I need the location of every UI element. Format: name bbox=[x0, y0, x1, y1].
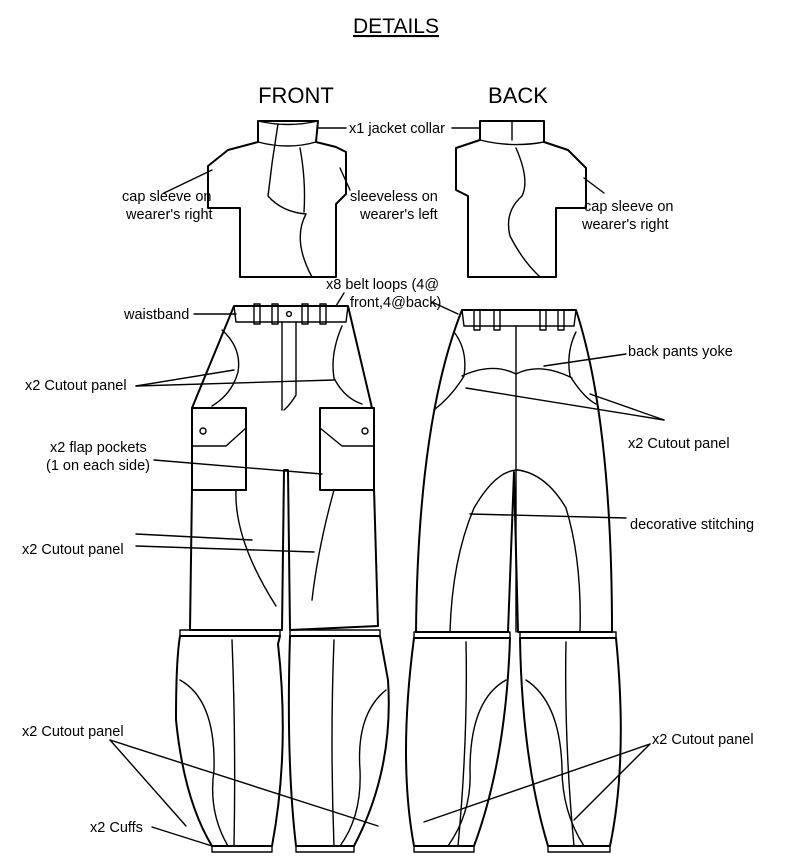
front-view-heading: FRONT bbox=[258, 83, 334, 108]
flap-pockets-label: x2 flap pockets bbox=[50, 440, 147, 456]
front-pants bbox=[189, 303, 379, 631]
back-cap-sleeve-label: cap sleeve on bbox=[584, 199, 673, 215]
callout-labels: x1 jacket collar cap sleeve on wearer's … bbox=[22, 121, 754, 836]
back-top-garment bbox=[455, 120, 587, 278]
cap-sleeve-right-label-2: wearer's right bbox=[125, 207, 213, 223]
page-title: DETAILS bbox=[353, 15, 439, 38]
back-view-heading: BACK bbox=[488, 83, 548, 108]
back-cutout-panel-label: x2 Cutout panel bbox=[628, 436, 730, 452]
back-cap-sleeve-label-2: wearer's right bbox=[581, 217, 669, 233]
back-cutout-panel-lower-label: x2 Cutout panel bbox=[652, 732, 754, 748]
cutout-panel-mid-label: x2 Cutout panel bbox=[22, 542, 124, 558]
flap-pockets-label-2: (1 on each side) bbox=[46, 458, 150, 474]
belt-loops-label-2: front,4@back) bbox=[350, 295, 441, 311]
cuffs-label: x2 Cuffs bbox=[90, 820, 143, 836]
back-cuff-right bbox=[547, 845, 611, 853]
front-cuff-right bbox=[295, 845, 355, 853]
belt-loops-label: x8 belt loops (4@ bbox=[326, 277, 439, 293]
flap-pocket-right bbox=[319, 407, 375, 491]
front-pants-lower-legs bbox=[175, 629, 390, 853]
decorative-stitching-label: decorative stitching bbox=[630, 517, 754, 533]
front-cuff-left bbox=[211, 845, 273, 853]
leader-lines bbox=[109, 127, 665, 847]
cutout-panel-upper-label: x2 Cutout panel bbox=[25, 378, 127, 394]
jacket-collar-label: x1 jacket collar bbox=[349, 121, 445, 137]
sleeveless-left-label: sleeveless on bbox=[350, 189, 438, 205]
back-pants bbox=[415, 309, 613, 633]
back-pants-lower-legs bbox=[405, 631, 622, 853]
flap-pocket-left bbox=[191, 407, 247, 491]
back-pants-yoke-label: back pants yoke bbox=[628, 344, 733, 360]
back-cuff-left bbox=[413, 845, 475, 853]
front-top-garment bbox=[207, 120, 347, 278]
waistband-label: waistband bbox=[123, 307, 189, 323]
cutout-panel-lower-label: x2 Cutout panel bbox=[22, 724, 124, 740]
sleeveless-left-label-2: wearer's left bbox=[359, 207, 438, 223]
cap-sleeve-right-label: cap sleeve on bbox=[122, 189, 211, 205]
